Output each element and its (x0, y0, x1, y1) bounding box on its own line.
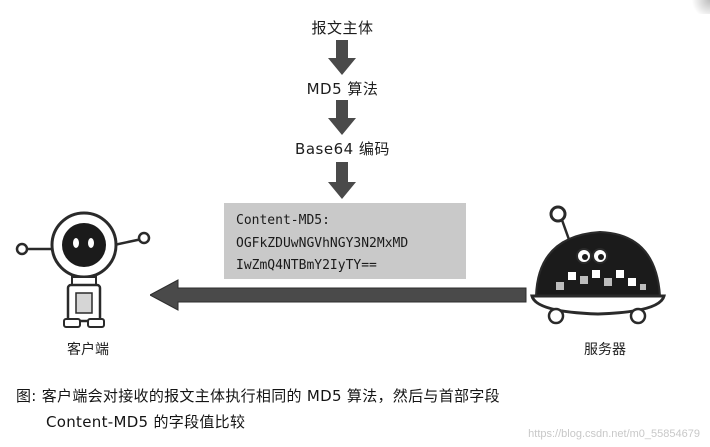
down-arrow-icon (328, 100, 356, 135)
header-value-line-1: OGFkZDUwNGVhNGY3N2MxMD (236, 236, 409, 251)
client-robot-icon (15, 211, 151, 328)
left-arrow-icon (150, 279, 527, 311)
server-robot-icon (530, 205, 666, 325)
client-label: 客户端 (67, 342, 109, 358)
header-value-line-2: IwZmQ4NTBmY2IyTY== (236, 258, 377, 273)
step-base64: Base64 编码 (295, 140, 390, 158)
step-message-body: 报文主体 (311, 19, 374, 37)
header-field-name: Content-MD5: (236, 213, 330, 228)
figure-caption-line-2: Content-MD5 的字段值比较 (46, 413, 246, 431)
watermark: https://blog.csdn.net/m0_55854679 (528, 428, 700, 440)
step-md5: MD5 算法 (306, 80, 379, 98)
content-md5-header-box (224, 203, 466, 279)
down-arrow-icon (328, 40, 356, 75)
corner-shade (688, 0, 710, 14)
figure-caption-line-1: 图: 客户端会对接收的报文主体执行相同的 MD5 算法，然后与首部字段 (16, 387, 500, 405)
down-arrow-icon (328, 162, 356, 199)
server-label: 服务器 (584, 342, 626, 358)
